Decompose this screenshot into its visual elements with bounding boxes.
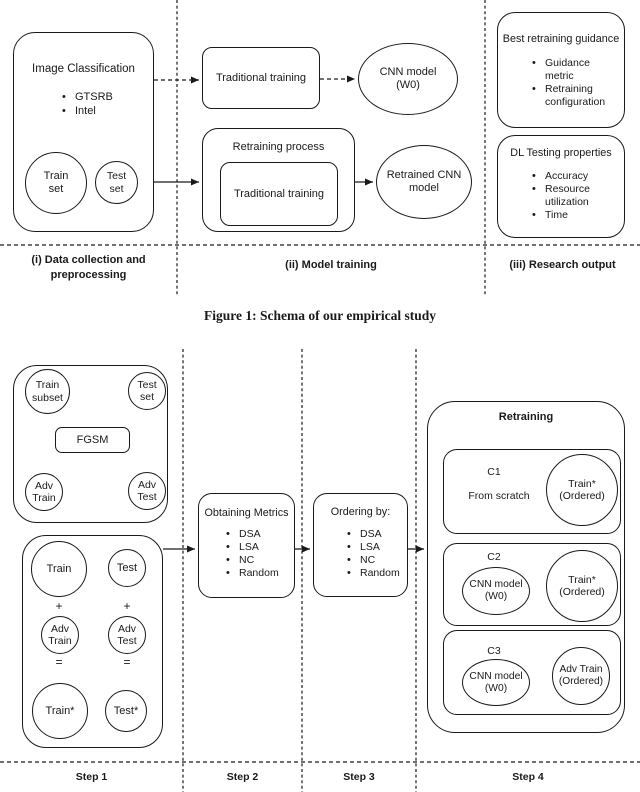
- metric-item: LSA: [226, 541, 279, 554]
- metric-item: NC: [226, 554, 279, 567]
- best-retraining-guidance-title: Best retraining guidance: [502, 33, 620, 45]
- cnn-model-ellipse: CNN model (W0): [358, 43, 458, 115]
- testing-item: Time: [532, 209, 618, 222]
- dataset-merge-box: Train Test + + Adv Train Adv Test = = Tr…: [22, 535, 163, 748]
- fig1-label-research-output: (iii) Research output: [509, 259, 616, 271]
- obtaining-metrics-title: Obtaining Metrics: [204, 507, 289, 519]
- test-set-circle-2: Test set: [128, 372, 166, 410]
- plus-sign: +: [123, 599, 131, 613]
- dl-testing-properties-box: DL Testing properties Accuracy Resource …: [497, 135, 625, 238]
- test-star-circle: Test*: [105, 690, 147, 732]
- retraining-process-title: Retraining process: [232, 141, 325, 153]
- metrics-list: DSA LSA NC Random: [226, 528, 279, 580]
- step3-label: Step 3: [343, 771, 375, 783]
- image-classification-title: Image Classification: [32, 63, 135, 75]
- metric-item: DSA: [226, 528, 279, 541]
- figure1-caption: Figure 1: Schema of our empirical study: [204, 308, 436, 323]
- config-c2-box: C2 CNN model (W0) Train* (Ordered): [443, 543, 621, 626]
- traditional-training-box: Traditional training: [202, 47, 320, 109]
- train-ordered-circle: Train* (Ordered): [546, 550, 618, 622]
- test-set-circle: Test set: [95, 161, 138, 204]
- retraining-process-box: Retraining process Traditional training: [202, 128, 355, 232]
- train-subset-circle: Train subset: [25, 369, 70, 414]
- adversarial-generation-box: Train subset Test set FGSM Adv Train Adv…: [13, 365, 168, 523]
- guidance-item: Guidance metric: [532, 57, 618, 83]
- image-classification-box: Image Classification GTSRB Intel Train s…: [13, 32, 154, 232]
- metric-item: Random: [226, 567, 279, 580]
- testing-list: Accuracy Resource utilization Time: [532, 170, 618, 222]
- cnn-model-ellipse-c3: CNN model (W0): [462, 659, 530, 706]
- ordering-list: DSA LSA NC Random: [347, 528, 400, 580]
- adv-test-circle: Adv Test: [128, 472, 166, 510]
- ordering-item: NC: [347, 554, 400, 567]
- fig1-label-model-training: (ii) Model training: [285, 259, 377, 271]
- step4-label: Step 4: [512, 771, 544, 783]
- step1-label: Step 1: [75, 771, 108, 783]
- step2-label: Step 2: [226, 771, 259, 783]
- config-id: C1: [487, 466, 501, 478]
- train-circle: Train: [31, 541, 87, 597]
- dataset-item: GTSRB: [62, 90, 113, 104]
- ordering-item: Random: [347, 567, 400, 580]
- train-ordered-circle: Train* (Ordered): [546, 454, 618, 526]
- guidance-item: Retraining configuration: [532, 83, 617, 109]
- config-c3-box: C3 CNN model (W0) Adv Train (Ordered): [443, 630, 621, 715]
- ordering-by-box: Ordering by: DSA LSA NC Random: [313, 493, 408, 597]
- ordering-item: DSA: [347, 528, 400, 541]
- guidance-list: Guidance metric Retraining configuration: [532, 57, 618, 109]
- config-c1-box: C1 From scratch Train* (Ordered): [443, 449, 621, 534]
- dataset-list: GTSRB Intel: [62, 90, 113, 118]
- testing-item: Resource utilization: [532, 183, 607, 209]
- best-retraining-guidance-box: Best retraining guidance Guidance metric…: [497, 12, 625, 128]
- equals-sign: =: [55, 655, 63, 669]
- adv-test-circle-2: Adv Test: [108, 616, 146, 654]
- adv-train-circle: Adv Train: [25, 473, 63, 511]
- fig1-label-data-collection: (i) Data collection and preprocessing: [31, 254, 146, 281]
- retrained-cnn-ellipse: Retrained CNN model: [376, 145, 472, 219]
- testing-item: Accuracy: [532, 170, 618, 183]
- adv-train-circle-2: Adv Train: [41, 616, 79, 654]
- inner-traditional-training-box: Traditional training: [220, 162, 338, 226]
- ordering-item: LSA: [347, 541, 400, 554]
- cnn-model-ellipse-c2: CNN model (W0): [462, 567, 530, 615]
- adv-train-ordered-circle: Adv Train (Ordered): [552, 647, 610, 705]
- test-circle: Test: [108, 549, 146, 587]
- retraining-title: Retraining: [498, 411, 554, 423]
- fgsm-box: FGSM: [55, 427, 130, 453]
- plus-sign: +: [55, 599, 63, 613]
- retraining-outer-box: Retraining C1 From scratch Train* (Order…: [427, 401, 625, 733]
- config-id: C2: [487, 551, 501, 563]
- config-source: From scratch: [468, 490, 530, 502]
- dataset-item: Intel: [62, 104, 113, 118]
- equals-sign: =: [123, 655, 131, 669]
- config-id: C3: [487, 645, 501, 657]
- train-set-circle: Train set: [25, 152, 87, 214]
- ordering-by-title: Ordering by:: [330, 506, 391, 518]
- dl-testing-properties-title: DL Testing properties: [510, 147, 612, 159]
- train-star-circle: Train*: [32, 683, 88, 739]
- obtaining-metrics-box: Obtaining Metrics DSA LSA NC Random: [198, 493, 295, 598]
